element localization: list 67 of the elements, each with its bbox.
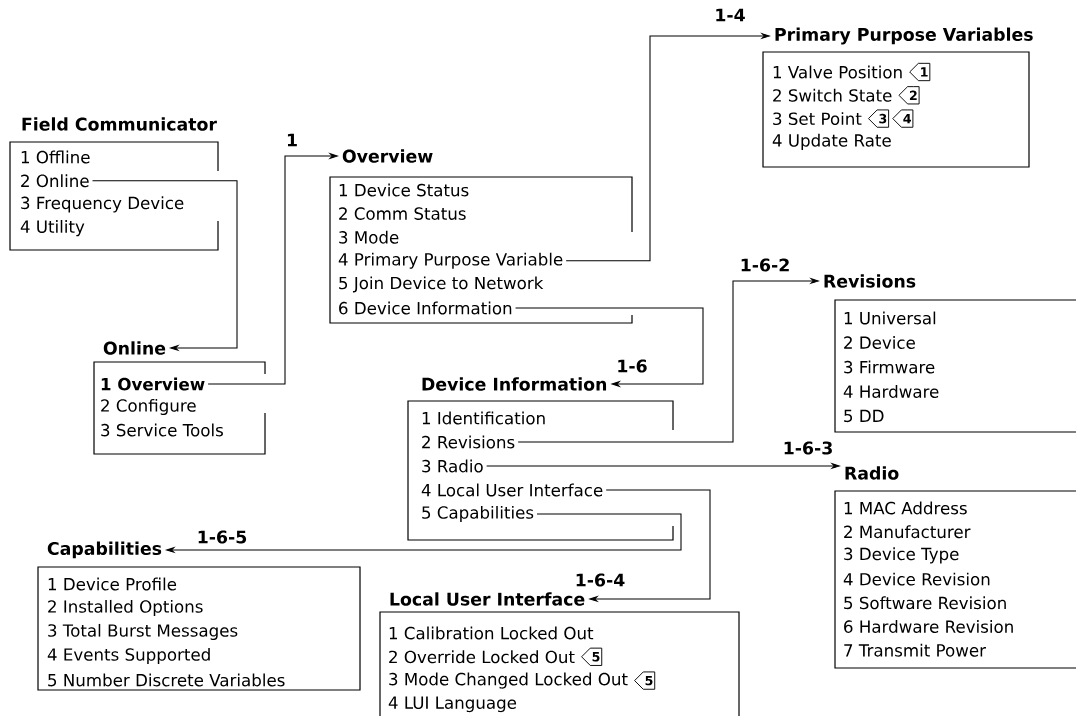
edge-label: 1-6-4 (573, 572, 627, 588)
menu-heading: Field Communicator (22, 117, 217, 131)
menu-item: 2 Online (21, 174, 89, 188)
menu-item: 1 Device Status (339, 183, 469, 197)
menu-item: 3 Frequency Device (21, 196, 184, 213)
callout-tag: 3 (868, 109, 890, 128)
menu-item: 3 Device Type (844, 547, 959, 564)
menu-item: 1 Overview (101, 377, 205, 391)
menu-item: 2 Revisions (422, 435, 515, 449)
menu-item: 2 Comm Status (339, 207, 466, 220)
menu-item: 3 Service Tools (101, 423, 223, 437)
menu-item: 3 Firmware (844, 360, 935, 374)
callout-tag: 4 (892, 109, 914, 128)
menu-item: 1 Device Profile (48, 577, 177, 591)
menu-item: 2 Manufacturer (844, 525, 971, 539)
menu-item: 7 Transmit Power (844, 643, 986, 657)
menu-item: 2 Switch State (773, 88, 892, 102)
menu-item: 1 Offline (21, 150, 90, 164)
arrow (515, 307, 704, 388)
menu-heading: Device Information (422, 377, 607, 391)
menu-item: 5 Capabilities (422, 505, 534, 523)
callout-tag: 1 (909, 62, 931, 82)
menu-item: 1 Valve Position (773, 65, 902, 79)
edge-label: 1-6 (615, 358, 649, 374)
menu-heading: Online (103, 341, 166, 355)
callout-tag: 5 (581, 647, 603, 666)
menu-item: 4 Local User Interface (421, 483, 603, 497)
menu-item: 2 Installed Options (48, 599, 203, 617)
callout-tag: 5 (634, 671, 656, 690)
menu-item: 4 Update Rate (772, 133, 891, 150)
menu-item: 4 Utility (20, 220, 85, 237)
menu-heading: Radio (845, 466, 899, 480)
menu-item: 1 Identification (422, 411, 545, 425)
menu-heading: Capabilities (47, 541, 162, 559)
menu-item: 4 LUI Language (388, 696, 517, 713)
menu-item: 6 Device Information (339, 301, 512, 315)
menu-item: 2 Override Locked Out (389, 650, 575, 664)
menu-item: 4 Hardware (843, 385, 939, 398)
edge-label: 1-4 (713, 7, 747, 23)
menu-heading: Overview (342, 149, 433, 163)
menu-item: 6 Hardware Revision (844, 620, 1013, 633)
menu-heading: Local User Interface (390, 592, 585, 606)
menu-item: 5 Software Revision (844, 596, 1006, 610)
menu-item: 2 Configure (101, 398, 196, 416)
menu-item: 3 Mode Changed Locked Out (389, 672, 628, 689)
arrow (92, 180, 238, 352)
edge-label: 1 (284, 132, 300, 148)
menu-item: 2 Device (844, 336, 915, 349)
menu-item: 3 Total Burst Messages (48, 623, 238, 641)
menu-item: 3 Set Point (773, 112, 862, 126)
menu-item: 4 Primary Purpose Variable (338, 252, 563, 269)
menu-item: 4 Events Supported (47, 647, 210, 665)
callout-tag: 2 (898, 86, 920, 105)
menu-heading: Primary Purpose Variables (775, 27, 1033, 45)
edge-label: 1-6-5 (195, 529, 249, 545)
menu-item: 5 DD (844, 409, 884, 423)
menu-item: 5 Number Discrete Variables (48, 673, 285, 687)
menu-item: 4 Device Revision (843, 572, 990, 586)
menu-item: 3 Radio (422, 459, 483, 473)
menu-item: 5 Join Device to Network (339, 276, 544, 293)
edge-label: 1-6-3 (781, 440, 835, 456)
edge-label: 1-6-2 (738, 257, 792, 273)
menu-item: 1 Calibration Locked Out (389, 626, 594, 640)
menu-item: 1 MAC Address (844, 501, 967, 515)
menu-heading: Revisions (824, 274, 916, 288)
menu-item: 3 Mode (339, 230, 399, 244)
menu-item: 1 Universal (844, 311, 936, 325)
